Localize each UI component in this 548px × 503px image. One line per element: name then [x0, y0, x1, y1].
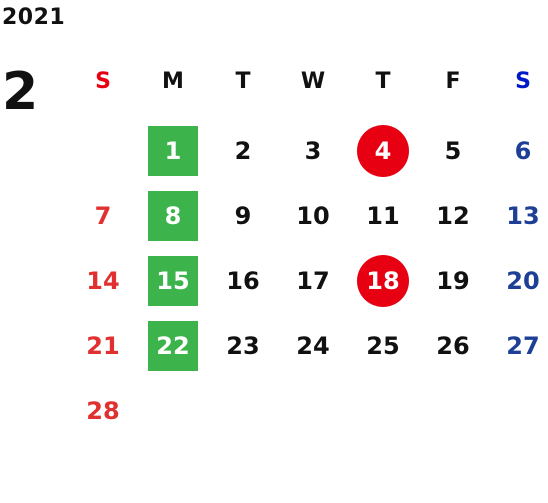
- calendar-month: 2: [2, 62, 39, 122]
- day-cell: 20: [488, 248, 548, 313]
- weekday-wed: W: [300, 69, 326, 94]
- day-cell: 22: [138, 313, 208, 378]
- day-cell: [348, 378, 418, 443]
- day-number: 17: [296, 266, 330, 295]
- day-number-green-highlight: 15: [148, 255, 198, 306]
- day-cell: 28: [68, 378, 138, 443]
- day-number: 20: [506, 266, 540, 295]
- day-number-red-highlight: 4: [357, 124, 409, 177]
- day-number-red-highlight: 18: [357, 254, 409, 307]
- day-cell: 21: [68, 313, 138, 378]
- day-cell: 10: [278, 183, 348, 248]
- day-cell: 8: [138, 183, 208, 248]
- day-cell: 9: [208, 183, 278, 248]
- weekday-sat: S: [515, 69, 531, 94]
- calendar-year: 2021: [2, 5, 66, 30]
- day-number: 28: [86, 396, 120, 425]
- day-number: 6: [514, 136, 532, 165]
- day-cell: 16: [208, 248, 278, 313]
- weekday-header-row: S M T W T F S: [68, 64, 548, 100]
- day-cell: 1: [138, 118, 208, 183]
- day-number: 12: [436, 201, 470, 230]
- day-number: 16: [226, 266, 260, 295]
- day-cell: 25: [348, 313, 418, 378]
- day-cell: 17: [278, 248, 348, 313]
- day-cell: 18: [348, 248, 418, 313]
- day-cell: 23: [208, 313, 278, 378]
- day-number: 26: [436, 331, 470, 360]
- day-cell: 13: [488, 183, 548, 248]
- day-number: 3: [304, 136, 322, 165]
- weekday-mon: M: [162, 69, 184, 94]
- day-number: 13: [506, 201, 540, 230]
- day-number: 27: [506, 331, 540, 360]
- day-cell: 4: [348, 118, 418, 183]
- day-cell: 7: [68, 183, 138, 248]
- day-cell: 5: [418, 118, 488, 183]
- day-cell: [138, 378, 208, 443]
- day-cell: 11: [348, 183, 418, 248]
- day-cell: [488, 378, 548, 443]
- day-number: 19: [436, 266, 470, 295]
- day-number: 25: [366, 331, 400, 360]
- day-cell: 2: [208, 118, 278, 183]
- day-cell: 24: [278, 313, 348, 378]
- day-number: 5: [444, 136, 462, 165]
- day-number: 24: [296, 331, 330, 360]
- day-cell: 15: [138, 248, 208, 313]
- day-number-green-highlight: 22: [148, 320, 198, 371]
- weekday-tue: T: [235, 69, 251, 94]
- day-cell: 3: [278, 118, 348, 183]
- day-number: 11: [366, 201, 400, 230]
- day-number: 9: [234, 201, 252, 230]
- day-number: 23: [226, 331, 260, 360]
- day-cell: [68, 118, 138, 183]
- day-cell: [278, 378, 348, 443]
- weekday-fri: F: [445, 69, 461, 94]
- day-number-green-highlight: 1: [148, 125, 198, 176]
- day-cell: 14: [68, 248, 138, 313]
- day-cell: 19: [418, 248, 488, 313]
- weekday-thu: T: [375, 69, 391, 94]
- day-number: 21: [86, 331, 120, 360]
- day-cell: 26: [418, 313, 488, 378]
- day-number-green-highlight: 8: [148, 190, 198, 241]
- day-cell: 27: [488, 313, 548, 378]
- day-cell: 6: [488, 118, 548, 183]
- weekday-sun: S: [95, 69, 111, 94]
- day-number: 10: [296, 201, 330, 230]
- day-cell: [208, 378, 278, 443]
- day-cell: 12: [418, 183, 488, 248]
- day-cell: [418, 378, 488, 443]
- day-number: 2: [234, 136, 252, 165]
- day-number: 14: [86, 266, 120, 295]
- day-number: 7: [94, 201, 112, 230]
